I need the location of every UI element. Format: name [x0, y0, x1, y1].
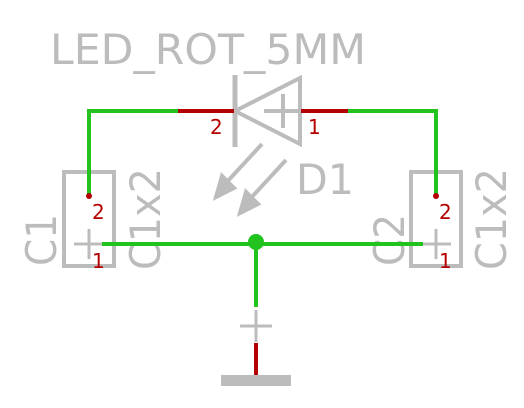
connector-c2[interactable]: 2 1 C2 C1x2 [365, 168, 516, 273]
ground-bar [221, 375, 291, 386]
wire-anode-to-c1[interactable] [87, 109, 178, 198]
diode-designator: D1 [296, 155, 354, 204]
connector-c1-pin-1-number: 1 [92, 249, 105, 273]
connector-c1-pin-2-dot [86, 193, 92, 199]
diode-pin-2-number: 2 [210, 115, 223, 139]
diode-d1[interactable]: LED_ROT_5MM D1 2 1 [50, 25, 366, 217]
connector-c2-pin-2-number: 2 [439, 200, 452, 224]
connector-c1-designator: C1 [17, 214, 66, 266]
diode-triangle [230, 74, 302, 148]
connector-c1-package: C1x2 [121, 168, 170, 270]
connector-c2-pin-2-dot [433, 193, 439, 199]
diode-value-label: LED_ROT_5MM [50, 25, 366, 74]
connector-c1[interactable]: 2 1 C1 C1x2 [17, 168, 170, 273]
wire-cathode-to-c2[interactable] [348, 109, 438, 198]
diode-pin-1-number: 1 [308, 115, 321, 139]
ground-symbol[interactable] [221, 310, 291, 386]
emission-arrows-icon [212, 142, 288, 217]
connector-c2-package: C1x2 [467, 168, 516, 270]
connector-c1-pin-2-number: 2 [92, 200, 105, 224]
net-junction[interactable] [248, 234, 264, 250]
connector-c2-pin-1-number: 1 [439, 249, 452, 273]
connector-c2-designator: C2 [365, 214, 414, 266]
